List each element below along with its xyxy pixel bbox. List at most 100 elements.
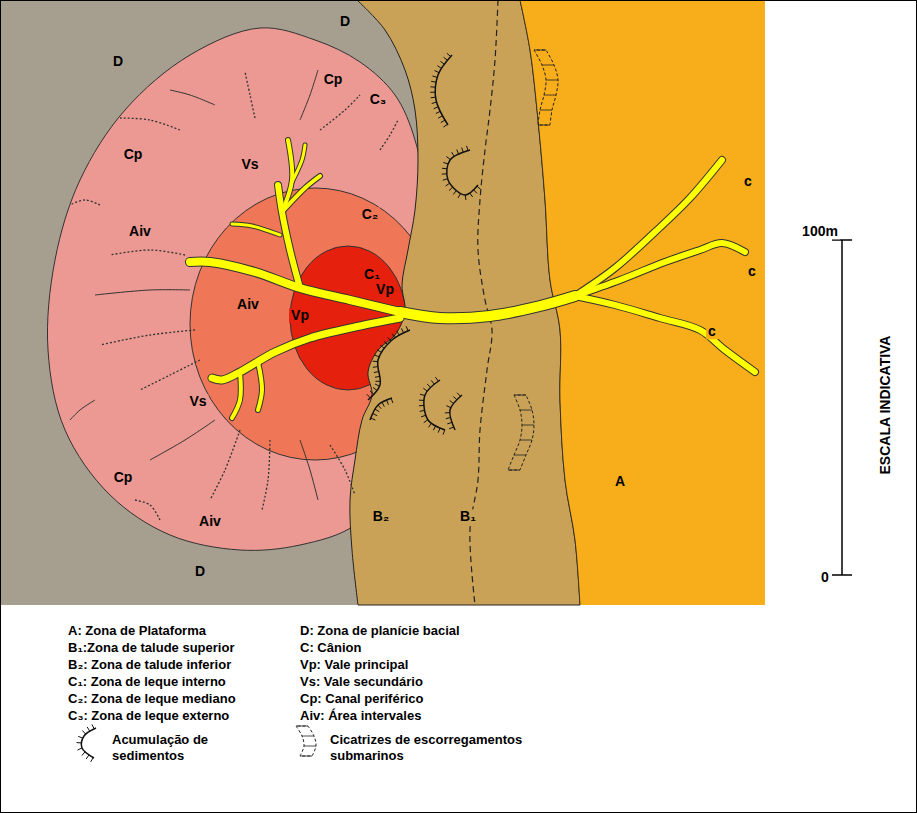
legend-text: C: Cânion [300, 640, 361, 656]
legend-text: B₂: Zona de talude inferior [68, 657, 231, 673]
accumulation-tick [441, 120, 445, 123]
legend-scar-symbol [296, 726, 316, 756]
legend-text: Vs: Vale secundário [300, 674, 423, 690]
accumulation-tick [445, 412, 450, 413]
accumulation-tick [375, 409, 379, 412]
accumulation-tick [91, 758, 94, 762]
peripheral-channel [100, 330, 195, 345]
zone-label: Aiv [197, 514, 223, 529]
slide-scar [534, 50, 558, 125]
sediment-accumulation [442, 146, 481, 200]
peripheral-channel [300, 70, 318, 120]
accumulation-tick [375, 384, 379, 386]
accumulation-tick [446, 157, 450, 160]
accumulation-tick [458, 193, 460, 197]
zone-label: C₃ [368, 92, 389, 107]
accumulation-tick [429, 423, 432, 427]
sediment-accumulation [367, 326, 410, 400]
accumulation-line [424, 380, 445, 430]
legend-text: C₂: Zona de leque mediano [68, 691, 236, 707]
accumulation-tick [82, 752, 85, 756]
zone-label: D [193, 564, 207, 579]
slide-scar [508, 395, 534, 470]
accumulation-tick [77, 748, 81, 750]
accumulation-tick [470, 193, 473, 197]
accumulation-tick [443, 179, 448, 181]
accumulation-tick [370, 391, 374, 394]
legend-text: Cp: Canal periférico [300, 691, 424, 707]
scar-rung [520, 410, 532, 411]
accumulation-tick [377, 350, 381, 353]
accumulation-tick [443, 430, 445, 435]
accumulation-tick [374, 355, 379, 357]
accumulation-tick [431, 380, 434, 384]
accumulation-tick [391, 398, 393, 403]
accumulation-tick [443, 162, 448, 164]
valley-channel [575, 243, 745, 296]
peripheral-channel [70, 400, 95, 420]
zone-label: Vp [289, 308, 311, 323]
legend-text: D: Zona de planície bacial [300, 623, 460, 639]
accumulation-tick [446, 406, 451, 408]
zone-label: Cp [122, 147, 145, 162]
accumulation-line [368, 330, 410, 400]
accumulation-tick [92, 724, 94, 728]
accumulation-tick [82, 730, 85, 734]
scale-value: 0 [819, 570, 831, 585]
accumulation-tick [430, 86, 435, 87]
accumulation-tick [434, 107, 439, 109]
accumulation-tick [457, 393, 460, 397]
accumulation-tick [423, 388, 427, 391]
scar-outline [296, 726, 316, 756]
zone-label: Vs [239, 157, 260, 172]
accumulation-tick [438, 428, 440, 433]
accumulation-tick [440, 61, 444, 64]
peripheral-channel [135, 500, 160, 520]
accumulation-tick [387, 400, 389, 405]
accumulation-tick [420, 394, 425, 395]
accumulation-tick [442, 168, 447, 170]
peripheral-channel [300, 440, 318, 500]
scale-bar [841, 240, 843, 575]
zone-label: D [111, 54, 125, 69]
valley-outline [232, 224, 280, 235]
zone-label: c [742, 174, 754, 189]
accumulation-tick [431, 81, 436, 83]
accumulation-tick [392, 334, 395, 338]
peripheral-channel [262, 440, 270, 510]
accumulation-tick [449, 427, 454, 429]
accumulation-tick [453, 191, 456, 195]
zone-label: Vs [187, 394, 208, 409]
scar-rung [514, 395, 526, 396]
scar-rung [546, 80, 558, 81]
accumulation-tick [447, 53, 451, 56]
valley-outline [575, 296, 755, 372]
accumulation-tick [420, 410, 425, 412]
accumulation-tick [373, 366, 378, 368]
scale-tick [832, 574, 852, 576]
peripheral-channel [110, 250, 185, 255]
peripheral-channel [170, 90, 215, 105]
zone-label: C₂ [360, 207, 380, 222]
legend-text: Aiv: Área intervales [300, 708, 421, 724]
accumulation-tick [384, 341, 388, 344]
scar-rung [304, 746, 316, 747]
scar-outline [534, 50, 558, 125]
accumulation-tick [424, 420, 428, 423]
scar-rung [520, 440, 532, 441]
peripheral-channel [210, 430, 240, 500]
accumulation-tick [435, 71, 440, 73]
accumulation-tick [430, 92, 435, 93]
sediment-accumulation [419, 377, 445, 434]
accumulation-tick [374, 371, 379, 372]
peripheral-channel [70, 200, 100, 205]
accumulation-tick [442, 173, 447, 174]
accumulation-tick [427, 384, 430, 388]
zone-label: Cp [322, 72, 345, 87]
peripheral-channel [320, 95, 360, 130]
valley-channel [232, 224, 280, 235]
legend-text: Acumulação de sedimentos [112, 732, 222, 763]
peripheral-channel [245, 72, 255, 118]
accumulation-tick [375, 376, 380, 378]
